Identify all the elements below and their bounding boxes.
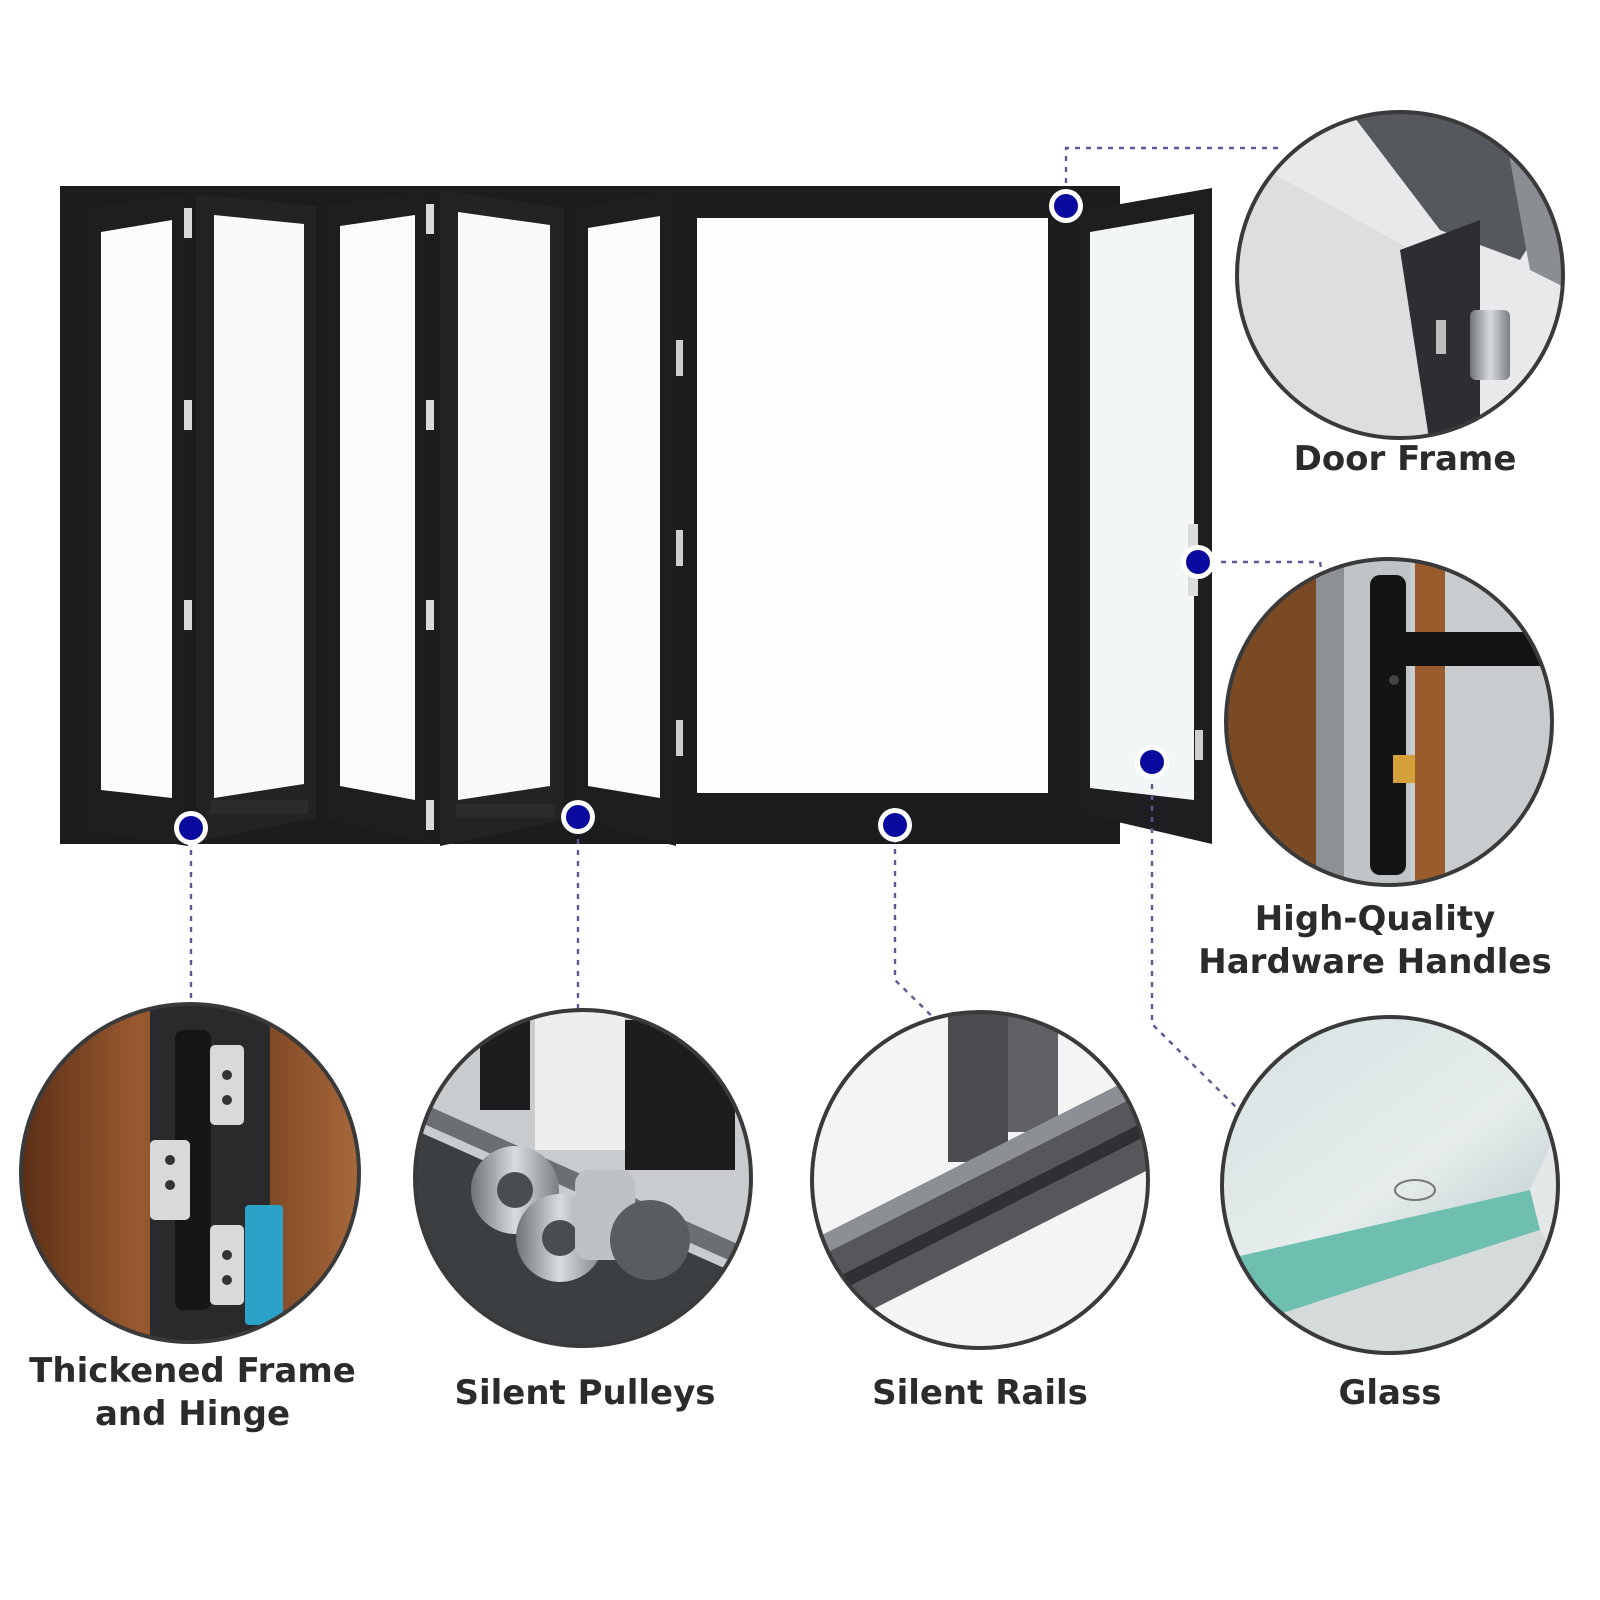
callout-marker-hardware-handles	[1186, 550, 1210, 574]
callout-markers	[174, 189, 1215, 845]
leaf-glass	[214, 215, 304, 798]
callout-label-line: Hardware Handles	[1198, 942, 1552, 982]
callout-label-line: and Hinge	[94, 1394, 291, 1434]
hinge-detail-circle	[19, 1002, 361, 1344]
leaf-glass	[101, 220, 172, 798]
center-panel-glass	[697, 218, 1048, 793]
callout-marker-rails	[883, 813, 907, 837]
hardware-handle-detail-circle	[1224, 557, 1554, 887]
swing-leaf	[1075, 188, 1212, 844]
callout-label-frame-hinge: Thickened Frame and Hinge	[20, 1350, 365, 1436]
leaf-glass	[340, 215, 415, 800]
callout-label-line: High-Quality	[1254, 899, 1496, 939]
callout-label-line: Thickened Frame	[29, 1351, 356, 1391]
callout-label-rails: Silent Rails	[815, 1372, 1145, 1415]
callout-label-glass: Glass	[1225, 1372, 1555, 1415]
folded-leaves	[83, 190, 683, 846]
rail-detail-circle	[810, 1010, 1150, 1350]
callout-label-door-frame: Door Frame	[1235, 438, 1575, 481]
callout-marker-pulleys	[566, 805, 590, 829]
callout-label-line: Door Frame	[1293, 439, 1517, 479]
folding-door	[60, 186, 1212, 846]
callout-marker-glass	[1140, 750, 1164, 774]
callout-label-hardware-handles: High-Quality Hardware Handles	[1175, 898, 1575, 984]
door-frame-detail-circle	[1235, 110, 1565, 440]
leaf-glass	[458, 212, 550, 800]
callout-label-line: Glass	[1338, 1373, 1442, 1413]
callout-label-pulleys: Silent Pulleys	[420, 1372, 750, 1415]
callout-marker-door-frame	[1054, 194, 1078, 218]
leader-lines	[189, 146, 1326, 1114]
callout-label-line: Silent Rails	[872, 1373, 1088, 1413]
callout-marker-frame-hinge	[179, 816, 203, 840]
pulley-detail-circle	[413, 1008, 753, 1348]
callout-label-line: Silent Pulleys	[454, 1373, 716, 1413]
leaf-glass	[588, 216, 660, 798]
glass-detail-circle	[1220, 1015, 1560, 1355]
